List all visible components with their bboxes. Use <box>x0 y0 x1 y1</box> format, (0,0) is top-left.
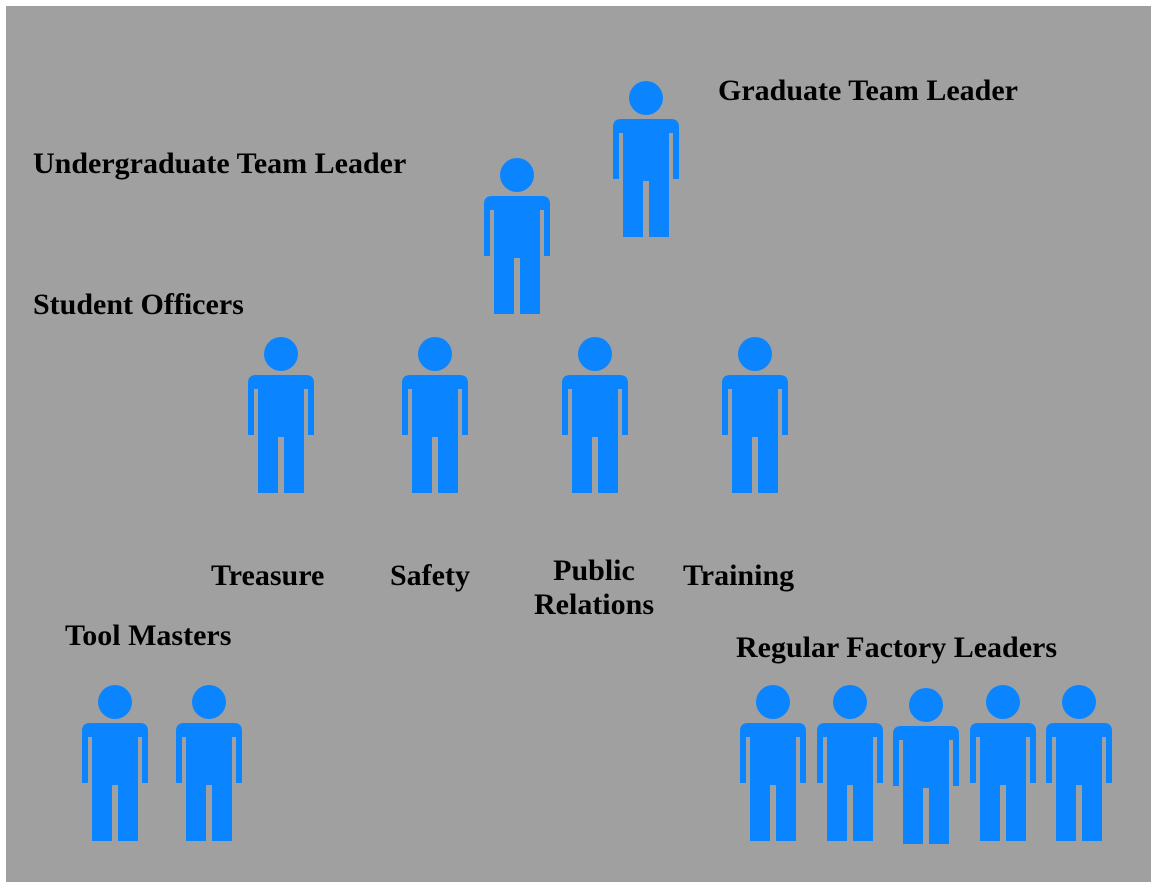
graduate-team-leader-person-icon <box>611 81 681 237</box>
tool-master-person-icon <box>174 685 244 841</box>
student-officers-label: Student Officers <box>33 288 244 321</box>
factory-leader-person-icon <box>738 685 808 841</box>
tool-masters-label: Tool Masters <box>65 619 232 652</box>
training-person-icon <box>720 337 790 493</box>
factory-leader-person-icon <box>815 685 885 841</box>
public-relations-person-icon <box>560 337 630 493</box>
public-relations-label: Public Relations <box>534 554 654 621</box>
safety-person-icon <box>400 337 470 493</box>
tool-master-person-icon <box>80 685 150 841</box>
treasure-person-icon <box>246 337 316 493</box>
undergraduate-team-leader-label: Undergraduate Team Leader <box>33 147 407 180</box>
factory-leader-person-icon <box>968 685 1038 841</box>
org-diagram: Graduate Team Leader Undergraduate Team … <box>6 6 1151 882</box>
treasure-label: Treasure <box>211 559 325 592</box>
graduate-team-leader-label: Graduate Team Leader <box>718 74 1018 107</box>
training-label: Training <box>683 559 795 592</box>
factory-leader-person-icon <box>891 688 961 844</box>
regular-factory-leaders-label: Regular Factory Leaders <box>736 631 1058 664</box>
factory-leader-person-icon <box>1044 685 1114 841</box>
safety-label: Safety <box>390 559 470 592</box>
undergraduate-team-leader-person-icon <box>482 158 552 314</box>
